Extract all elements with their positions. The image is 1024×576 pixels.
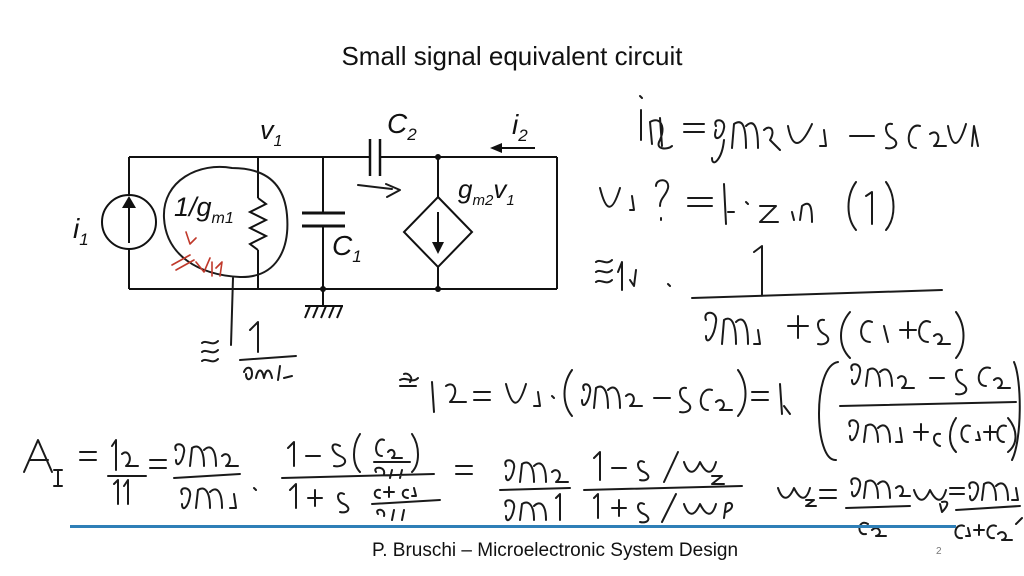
label-gm2v1: gm2v1 — [458, 174, 515, 209]
hw-omega-p — [913, 481, 1023, 541]
ground-hatch-2 — [312, 305, 319, 319]
hw-final-gain — [455, 451, 743, 524]
node-dot-bottom — [435, 286, 441, 292]
handwritten-red-note — [171, 231, 223, 277]
hw-eq-i2-gm2 — [639, 95, 979, 164]
resistor-1-gm1 — [247, 197, 269, 251]
ground-hatch-1 — [304, 305, 311, 319]
ground-hatch-5 — [336, 305, 343, 319]
ground-hatch-3 — [320, 305, 327, 319]
footer-divider — [70, 525, 956, 528]
footer-author-course: P. Bruschi – Microelectronic System Desi… — [372, 540, 739, 561]
node-dot-ground — [320, 286, 326, 292]
hw-eq-v1-zin — [599, 179, 895, 231]
hw-i2-over-i1 — [79, 439, 147, 505]
handwritten-loop-tail — [230, 277, 234, 346]
hw-small-symbol — [399, 372, 419, 387]
label-c2: C2 — [387, 108, 417, 144]
circuit-schematic — [101, 139, 558, 319]
hw-one-over-gm1 — [239, 321, 297, 381]
hw-denominator-zin — [704, 311, 965, 359]
hw-approx-i1 — [595, 259, 671, 291]
label-1-gm1: 1/gm1 — [174, 192, 234, 227]
hw-fraction-zero-pole — [281, 433, 441, 521]
label-i1: i1 — [73, 213, 89, 249]
ground-hatch-4 — [328, 305, 335, 319]
page-number: 2 — [936, 546, 942, 557]
handwritten-annotations — [23, 95, 1023, 541]
handwritten-arrow-c2 — [357, 183, 401, 198]
handwritten-loop — [162, 165, 289, 279]
current-source-arrow-head — [122, 196, 136, 208]
node-dot-top — [435, 154, 441, 160]
hw-approx-1 — [201, 340, 219, 363]
hw-AI-symbol — [23, 439, 63, 487]
slide-title: Small signal equivalent circuit — [341, 41, 683, 71]
label-i2: i2 — [512, 109, 528, 145]
dep-source-arrow-head — [432, 242, 444, 254]
label-c1: C1 — [332, 230, 362, 266]
i2-arrow-head — [490, 143, 502, 153]
hw-gm2-over-gm1 — [149, 443, 257, 510]
label-v1: v1 — [260, 115, 282, 150]
hw-fraction-zin — [691, 245, 943, 299]
circuit-labels: v1 C2 i2 gm2v1 1/gm1 i1 C1 — [73, 108, 528, 266]
hw-eq-i2-step — [431, 369, 791, 417]
hw-fraction-gain — [818, 361, 1021, 462]
